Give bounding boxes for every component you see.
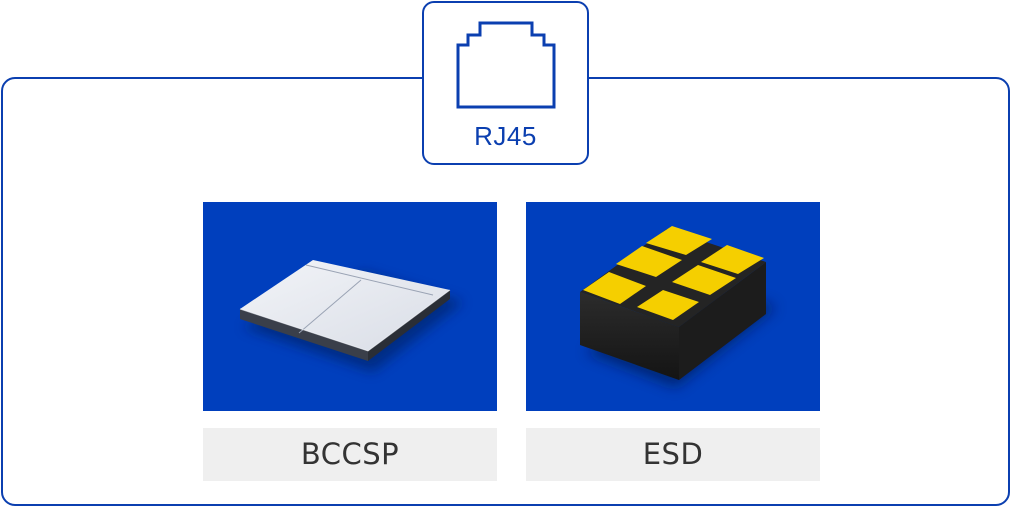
bccsp-label: BCCSP <box>203 428 497 481</box>
bccsp-chip-image <box>203 202 497 411</box>
esd-label: ESD <box>526 428 820 481</box>
esd-chip-image <box>526 202 820 411</box>
esd-card: ESD <box>526 202 820 481</box>
ethernet-port-icon <box>456 21 556 109</box>
rj45-connector-box: RJ45 <box>422 1 589 165</box>
connector-label: RJ45 <box>474 121 537 151</box>
bccsp-card: BCCSP <box>203 202 497 481</box>
